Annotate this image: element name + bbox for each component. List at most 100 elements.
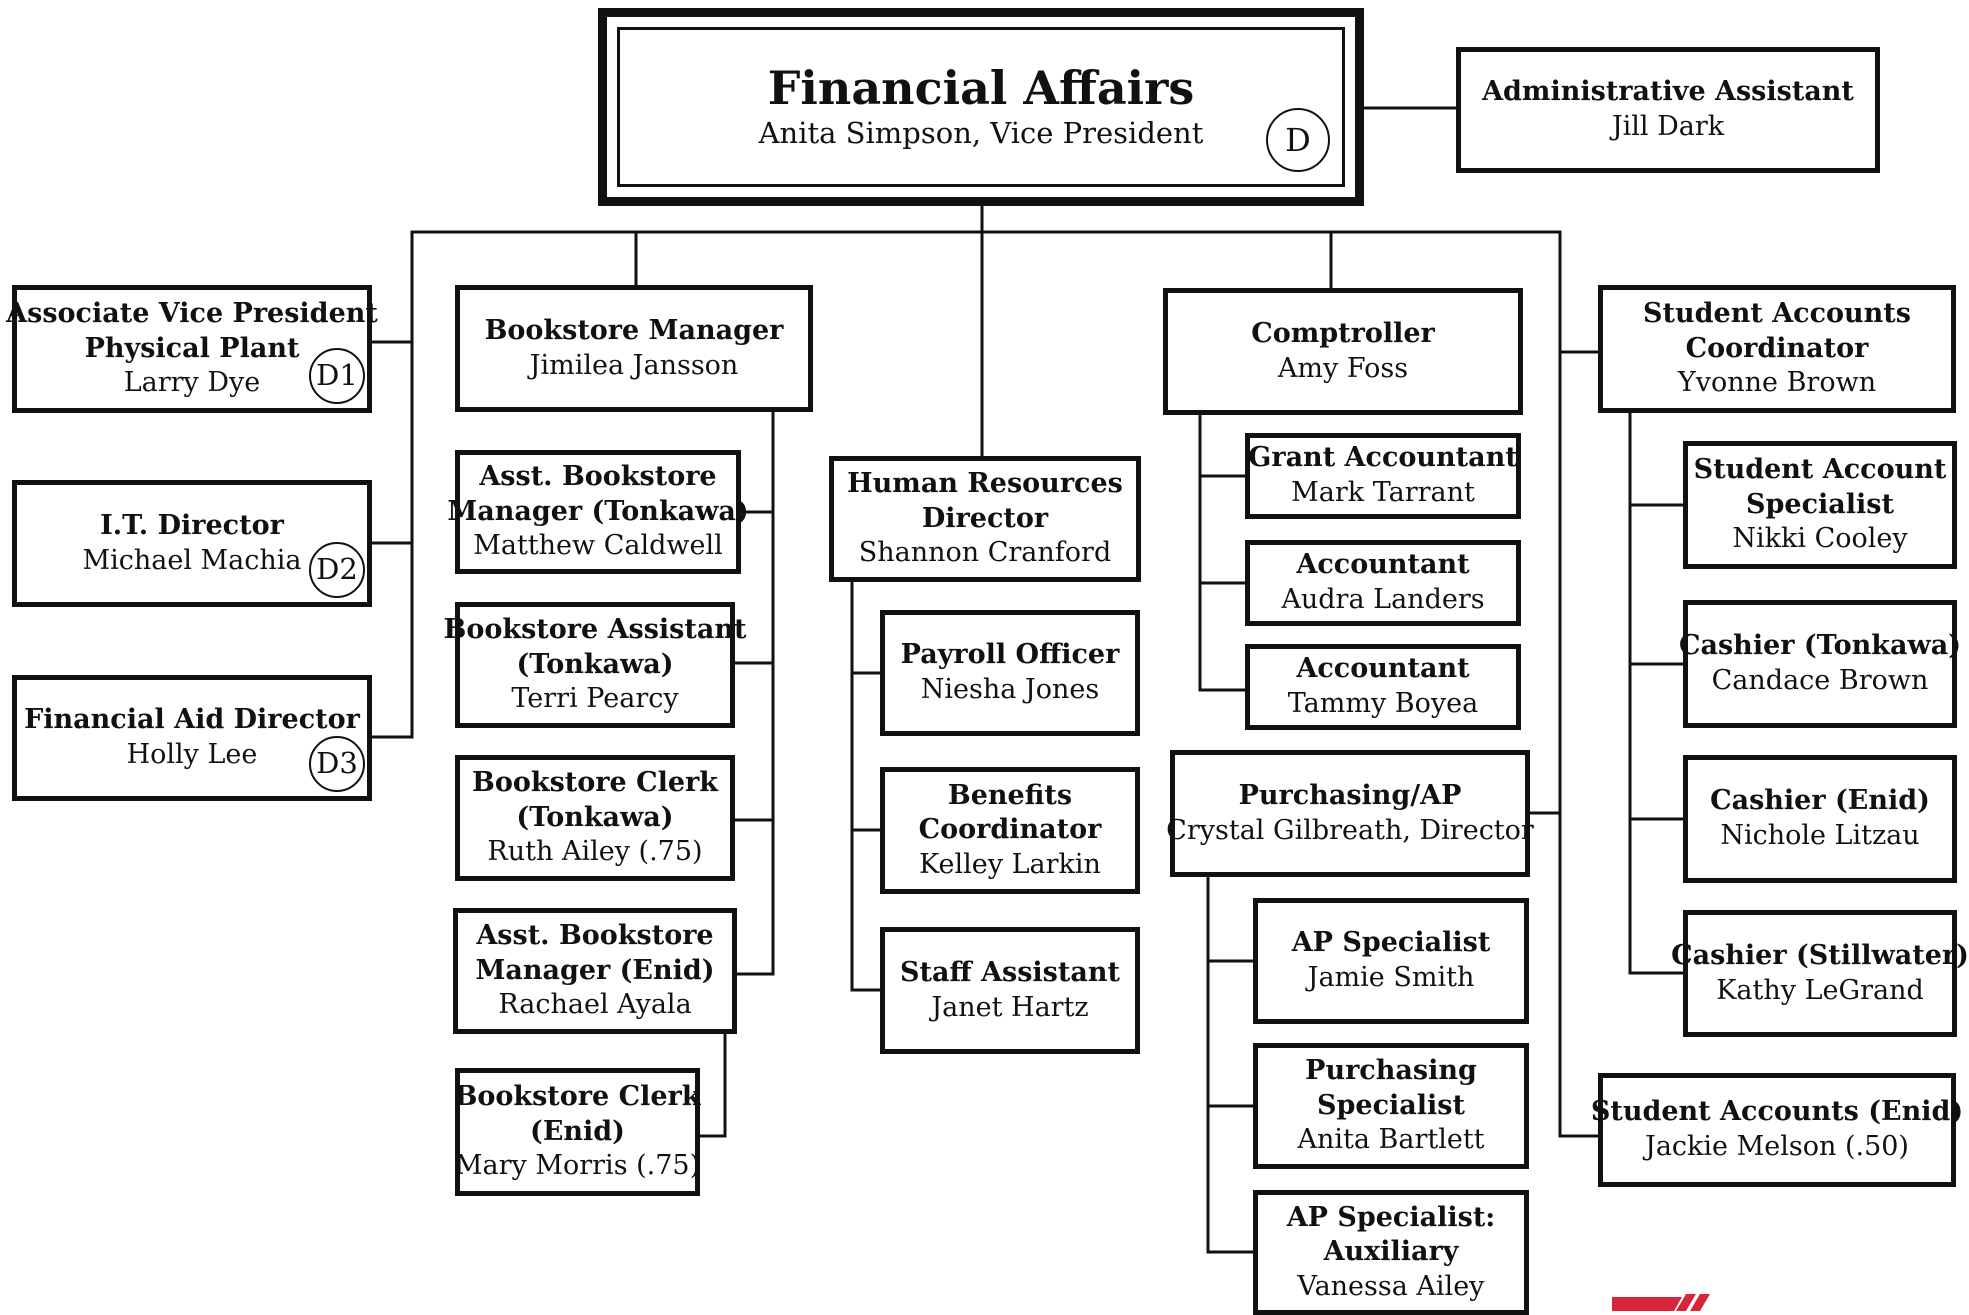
student-accounts-staff-box-3: Cashier (Enid)Nichole Litzau bbox=[1683, 755, 1957, 883]
position-title-line: Asst. Bookstore bbox=[479, 461, 717, 493]
position-title-line: Student Accounts bbox=[1643, 298, 1911, 330]
position-holder: Kathy LeGrand bbox=[1716, 974, 1924, 1006]
position-holder: Michael Machia bbox=[82, 544, 302, 576]
position-title-line: Purchasing/AP bbox=[1238, 779, 1462, 811]
position-holder: Terri Pearcy bbox=[511, 683, 679, 715]
position-holder: Nikki Cooley bbox=[1732, 523, 1908, 555]
position-title-line: Bookstore Assistant bbox=[443, 614, 747, 646]
position-title-line: Bookstore Clerk bbox=[454, 1081, 701, 1113]
position-title-line: Purchasing bbox=[1305, 1055, 1477, 1087]
position-title-line: Cashier (Stillwater) bbox=[1671, 939, 1969, 971]
bookstore-clerk-enid-box: Bookstore Clerk(Enid)Mary Morris (.75) bbox=[455, 1068, 700, 1196]
position-title-line: Bookstore Manager bbox=[484, 314, 784, 346]
position-holder: Mary Morris (.75) bbox=[454, 1150, 701, 1182]
position-title: Payroll Officer bbox=[901, 638, 1120, 673]
position-holder: Amy Foss bbox=[1277, 352, 1409, 384]
position-title-line: I.T. Director bbox=[100, 509, 284, 541]
bookstore-staff-box-2: Bookstore Assistant(Tonkawa)Terri Pearcy bbox=[444, 602, 746, 728]
position-title-line: Grant Accountant bbox=[1248, 442, 1518, 474]
position-holder: Niesha Jones bbox=[920, 674, 1100, 705]
position-title-line: (Tonkawa) bbox=[516, 648, 674, 680]
position-holder: Vanessa Ailey bbox=[1297, 1270, 1485, 1302]
position-title: Student Accounts (Enid) bbox=[1591, 1095, 1963, 1130]
position-holder: Audra Landers bbox=[1281, 584, 1485, 615]
position-title-line: Associate Vice President bbox=[6, 298, 378, 330]
position-title-line: (Enid) bbox=[530, 1115, 625, 1147]
position-holder: Kelley Larkin bbox=[919, 848, 1101, 880]
position-holder: Crystal Gilbreath, Director bbox=[1166, 814, 1534, 846]
position-title: Bookstore Assistant(Tonkawa) bbox=[444, 613, 747, 682]
division-badge-d: D bbox=[1266, 108, 1330, 172]
student-accounts-staff-box-4: Cashier (Stillwater)Kathy LeGrand bbox=[1671, 910, 1969, 1037]
position-title-line: Coordinator bbox=[1685, 332, 1869, 364]
financial-affairs-person: Anita Simpson, Vice President bbox=[758, 115, 1204, 150]
position-title-line: Benefits bbox=[947, 779, 1073, 811]
position-title-line: Administrative Assistant bbox=[1482, 76, 1854, 108]
logo-fragment bbox=[1612, 1294, 1710, 1311]
student-accounts-enid-box: Student Accounts (Enid)Jackie Melson (.5… bbox=[1591, 1073, 1963, 1187]
position-holder: Nichole Litzau bbox=[1720, 820, 1920, 851]
position-title-line: Manager (Enid) bbox=[475, 954, 715, 986]
position-title-line: Comptroller bbox=[1251, 317, 1435, 349]
position-title: Cashier (Enid) bbox=[1710, 784, 1930, 819]
position-holder: Ruth Ailey (.75) bbox=[487, 836, 703, 868]
position-holder: Jackie Melson (.50) bbox=[1645, 1131, 1909, 1162]
position-holder: Anita Bartlett bbox=[1297, 1124, 1485, 1156]
position-title-line: Cashier (Enid) bbox=[1710, 785, 1930, 817]
division-badge-d3: D3 bbox=[309, 736, 365, 792]
division-badge-d2: D2 bbox=[309, 542, 365, 598]
position-title-line: Manager (Tonkawa) bbox=[447, 495, 749, 527]
financial-affairs-title: Financial Affairs bbox=[767, 60, 1195, 115]
position-holder: Rachael Ayala bbox=[498, 989, 692, 1021]
position-title-line: Staff Assistant bbox=[900, 956, 1120, 988]
position-title-line: AP Specialist: bbox=[1286, 1201, 1496, 1233]
position-title-line: Payroll Officer bbox=[900, 639, 1120, 671]
position-title: I.T. Director bbox=[100, 509, 284, 544]
position-title-line: Accountant bbox=[1296, 653, 1470, 685]
position-title: Comptroller bbox=[1251, 317, 1435, 352]
position-holder: Tammy Boyea bbox=[1287, 688, 1479, 719]
position-title: AP Specialist:Auxiliary bbox=[1287, 1201, 1496, 1270]
position-holder: Candace Brown bbox=[1711, 665, 1929, 696]
position-title: Staff Assistant bbox=[900, 956, 1120, 991]
position-holder: Jill Dark bbox=[1611, 111, 1725, 142]
position-title-line: Physical Plant bbox=[84, 332, 300, 364]
position-holder: Mark Tarrant bbox=[1291, 477, 1475, 508]
position-title-line: Specialist bbox=[1746, 488, 1894, 520]
position-holder: Matthew Caldwell bbox=[473, 530, 723, 562]
position-title-line: Specialist bbox=[1317, 1089, 1465, 1121]
student-accounts-staff-box-2: Cashier (Tonkawa)Candace Brown bbox=[1679, 600, 1961, 728]
position-title: Accountant bbox=[1296, 652, 1469, 687]
position-title: Bookstore Manager bbox=[485, 314, 784, 349]
position-title: Purchasing/AP bbox=[1239, 779, 1462, 814]
position-title: Administrative Assistant bbox=[1482, 75, 1854, 110]
position-title-line: Cashier (Tonkawa) bbox=[1679, 630, 1961, 662]
financial-affairs-inner-frame: Financial Affairs Anita Simpson, Vice Pr… bbox=[617, 27, 1345, 187]
position-holder: Yvonne Brown bbox=[1677, 367, 1877, 399]
position-title-line: Human Resources bbox=[847, 468, 1123, 500]
position-title-line: Auxiliary bbox=[1323, 1236, 1459, 1268]
